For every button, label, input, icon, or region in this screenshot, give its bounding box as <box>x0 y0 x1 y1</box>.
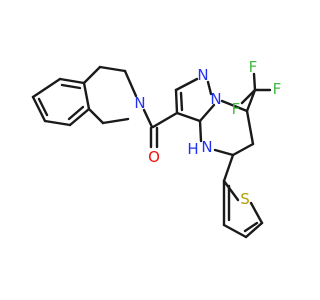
bond <box>198 103 216 123</box>
bond <box>252 72 257 92</box>
bond <box>174 88 179 115</box>
bond <box>220 99 249 113</box>
atom-n-isoquinoline: N <box>134 94 145 112</box>
bond <box>222 223 248 239</box>
bond <box>123 69 138 98</box>
bond <box>87 107 105 125</box>
bond <box>37 97 49 117</box>
atom-f-right: F <box>273 80 282 98</box>
bond <box>101 117 130 125</box>
bond <box>213 148 235 157</box>
atom-o-carbonyl: O <box>148 148 160 166</box>
bond <box>243 221 259 233</box>
atom-h-ring: H <box>187 140 198 158</box>
bond <box>244 221 264 239</box>
bond <box>179 91 184 112</box>
atom-f-middle: F <box>232 100 241 118</box>
bond <box>222 179 240 202</box>
bond <box>240 88 257 105</box>
bond <box>82 65 102 85</box>
bond <box>206 80 213 96</box>
bond <box>58 77 86 85</box>
bond-layer <box>31 65 272 239</box>
bond <box>198 119 203 143</box>
bond <box>60 83 82 90</box>
bond <box>245 88 257 113</box>
atom-s-thiophene: S <box>240 190 250 208</box>
molecule-diagram: N O N N N H S F F F <box>31 58 281 239</box>
atom-n-bridge: N <box>210 90 221 108</box>
molecule-structure: N O N N N H S F F F <box>31 58 281 239</box>
bond <box>231 142 255 157</box>
bond <box>175 111 202 123</box>
bond <box>222 153 235 183</box>
bond <box>82 81 91 111</box>
bond <box>31 95 47 123</box>
bond <box>142 108 154 129</box>
bond <box>174 77 199 92</box>
bond <box>151 111 179 129</box>
bond <box>249 201 264 225</box>
atom-n-ring: N <box>201 138 212 156</box>
atom-f-top: F <box>249 58 258 76</box>
atom-label-layer: N O N N N H S F F F <box>134 58 281 208</box>
bond <box>245 109 255 146</box>
bond <box>68 107 91 127</box>
bond <box>43 119 72 127</box>
atom-n-pyrazole: N <box>197 66 208 84</box>
bond <box>31 77 62 99</box>
bond <box>67 105 85 121</box>
bond <box>98 65 127 73</box>
